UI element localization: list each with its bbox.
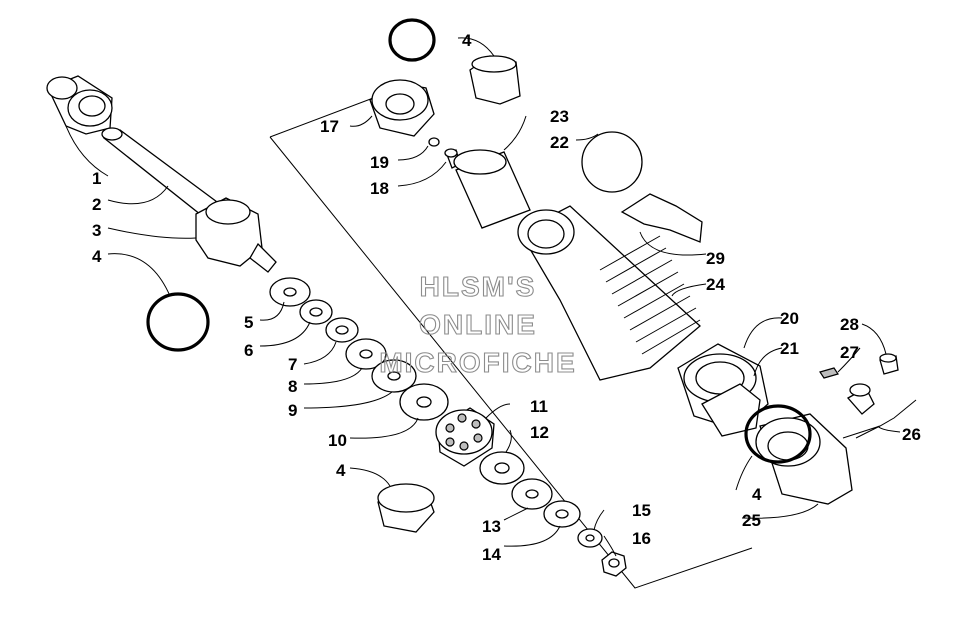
- leader-lines: [65, 37, 901, 557]
- shock-body-part-24: [517, 205, 701, 381]
- callout-24: 24: [706, 275, 725, 294]
- washer-part-8: [345, 338, 387, 370]
- washer-part-13: [511, 478, 553, 510]
- watermark-line-2: ONLINE: [419, 309, 537, 340]
- part-callouts: 1 2 3 4 4 4 4 5 6 7 8 9 10 11 12 13 14 1…: [92, 31, 921, 564]
- sub-assembly-bracket-26: [842, 399, 917, 439]
- callout-25: 25: [742, 511, 761, 530]
- callout-7: 7: [288, 355, 297, 374]
- callout-2: 2: [92, 195, 101, 214]
- retaining-ring-part-22: [581, 131, 643, 193]
- watermark-line-1: HLSM'S: [420, 271, 537, 302]
- nut-part-16: [601, 551, 627, 577]
- bearing-part-4-top: [469, 55, 521, 105]
- piston-body-part-3: [195, 197, 277, 273]
- callout-18: 18: [370, 179, 389, 198]
- callout-11: 11: [530, 397, 548, 416]
- callout-4-right: 4: [752, 485, 762, 504]
- callout-14: 14: [482, 545, 501, 564]
- callout-19: 19: [370, 153, 389, 172]
- callout-15: 15: [632, 501, 651, 520]
- callout-17: 17: [320, 117, 339, 136]
- o-ring-part-4-top: [388, 18, 436, 62]
- callout-6: 6: [244, 341, 253, 360]
- callout-12: 12: [530, 423, 549, 442]
- seal-head-part-17: [369, 79, 435, 137]
- washer-part-12: [479, 451, 525, 485]
- callout-8: 8: [288, 377, 297, 396]
- washer-part-15: [577, 528, 603, 548]
- callout-26: 26: [902, 425, 921, 444]
- o-ring-part-27: [819, 367, 839, 379]
- callout-1: 1: [92, 169, 101, 188]
- reservoir-part-23: [453, 149, 531, 229]
- callout-29: 29: [706, 249, 725, 268]
- callout-13: 13: [482, 517, 501, 536]
- callout-4-left: 4: [92, 247, 102, 266]
- cap-part-28: [879, 353, 899, 375]
- callout-5: 5: [244, 313, 253, 332]
- callout-21: 21: [780, 339, 799, 358]
- callout-23: 23: [550, 107, 569, 126]
- washer-part-5: [269, 277, 311, 307]
- callout-28: 28: [840, 315, 859, 334]
- callout-22: 22: [550, 133, 569, 152]
- callout-10: 10: [328, 431, 347, 450]
- callout-27: 27: [840, 343, 859, 362]
- watermark-line-3: MICROFICHE: [379, 347, 576, 378]
- bearing-part-4-lower: [377, 483, 435, 533]
- ball-part-19: [428, 137, 440, 147]
- callout-20: 20: [780, 309, 799, 328]
- washer-part-10: [399, 383, 449, 421]
- washer-part-14: [543, 500, 581, 528]
- callout-4-lower: 4: [336, 461, 346, 480]
- washer-part-7: [325, 317, 359, 343]
- valve-part-26: [846, 383, 875, 415]
- label-part-29: [620, 193, 703, 243]
- piston-part-11: [435, 407, 495, 467]
- callout-3: 3: [92, 221, 101, 240]
- washer-part-9: [371, 359, 417, 393]
- o-ring-part-4-left: [146, 292, 210, 352]
- o-ring-part-4-right: [744, 404, 812, 464]
- watermark: HLSM'S ONLINE MICROFICHE: [379, 270, 576, 378]
- end-housing-part-25: [755, 413, 853, 505]
- callout-16: 16: [632, 529, 651, 548]
- eyelet-part-1: [46, 75, 113, 135]
- callout-4-top: 4: [462, 31, 472, 50]
- callout-9: 9: [288, 401, 297, 420]
- washer-part-6: [299, 299, 333, 325]
